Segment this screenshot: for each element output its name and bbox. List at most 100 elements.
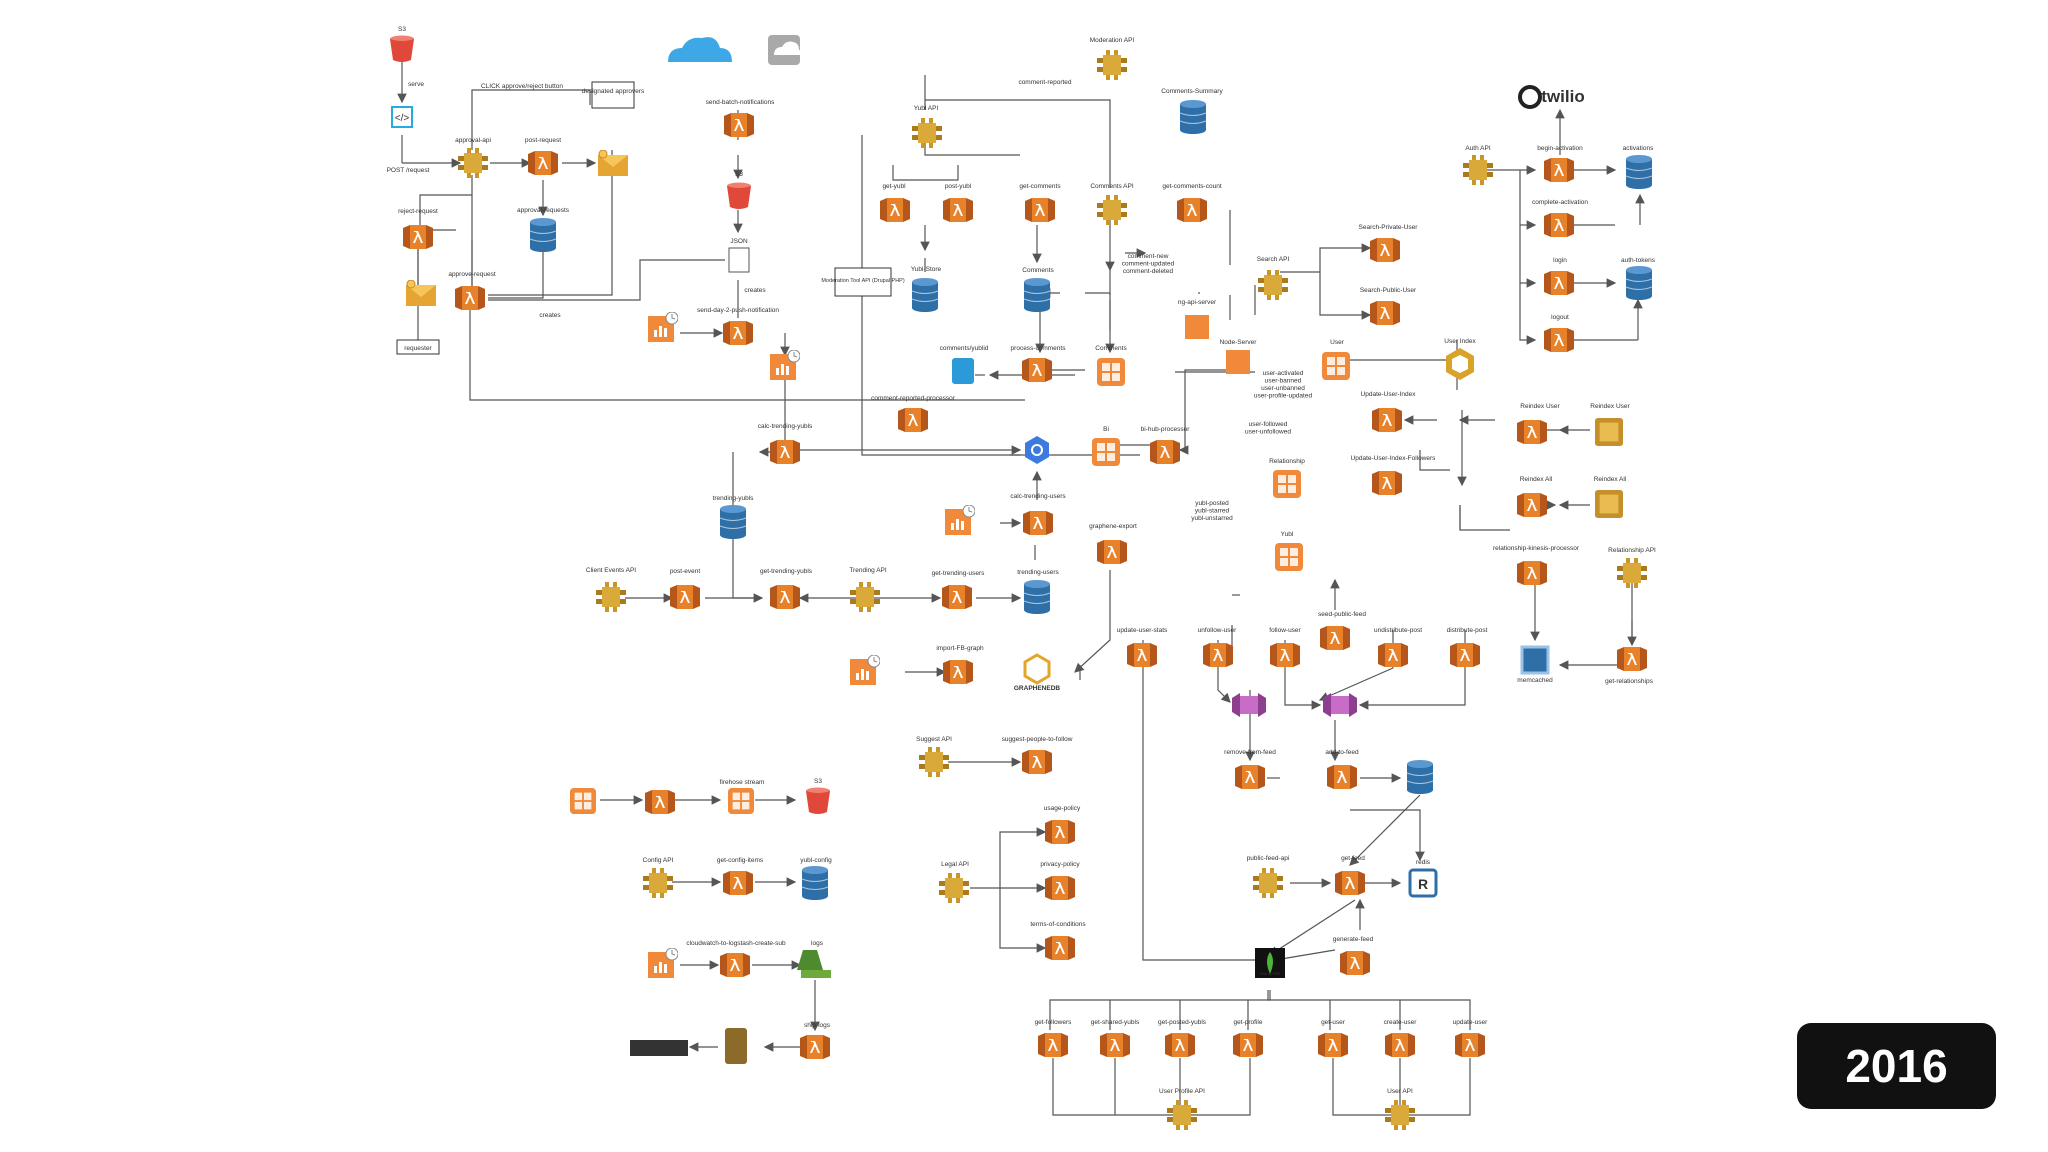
reindex-all-search-icon [1595,490,1623,518]
post-yubl-lambda-icon [943,198,973,222]
redis-glyph: R [1418,876,1428,892]
follow-user-lambda-icon [1270,643,1300,667]
logs-bucket-base [801,970,831,978]
year-badge: 2016 [1797,1023,1996,1109]
label-terms: terms-of-conditions [1030,921,1086,928]
label-comment-reported: comment-reported [1018,79,1071,86]
search-api-icon [1258,270,1288,300]
label-send-day2: send-day-2-push-notification [697,307,779,314]
label-reindex-all2: Reindex All [1594,476,1627,483]
label-logs: logs [811,940,824,947]
get-trending-yubls-lambda-icon [770,585,800,609]
add-to-feed-lambda-icon [1327,765,1357,789]
label-get-config: get-config-items [717,857,764,864]
label-distribute-post: distribute-post [1447,627,1488,634]
label-memcached: memcached [1517,677,1553,684]
bigquery-icon [1025,436,1049,464]
label-update-user-index: Update-User-Index [1361,391,1417,398]
relationship-stream-icon [1273,470,1301,498]
label-get-relationships: get-relationships [1605,678,1653,685]
trending-api-icon [850,582,880,612]
label-calc-trending-users: calc-trending-users [1010,493,1066,500]
ship-logs-lambda-icon [800,1035,830,1059]
label-import-fb: import-FB-graph [936,645,984,652]
label-suggest-api: Suggest API [916,736,952,743]
complete-activation-lambda-icon [1544,213,1574,237]
add-queue-icon [1323,693,1357,717]
label-creates2: creates [744,287,766,294]
label-follow-user: follow-user [1269,627,1301,634]
public-feed-api-icon [1253,868,1283,898]
label-generate-feed: generate-feed [1333,936,1374,943]
label-get-comments-count: get-comments-count [1162,183,1221,190]
yubl-config-table-icon [801,866,829,900]
import-fb-graph-lambda-icon [943,660,973,684]
label-update-user: update-user [1453,1019,1489,1026]
events-stream-icon [570,788,596,814]
get-yubl-lambda-icon [880,198,910,222]
label-activations: activations [1623,145,1654,152]
kibana-logo-icon [630,1040,688,1056]
label-post-req-text: POST /request [387,167,430,174]
label-s3-mid: S3 [735,171,743,178]
label-update-user-stats: update-user-stats [1117,627,1168,634]
suggest-api-icon [919,747,949,777]
client-events-api-icon [596,582,626,612]
label-get-posted: get-posted-yubls [1158,1019,1207,1026]
cloudwatch-scheduler-icon [648,948,678,978]
user-stream-icon [1322,352,1350,380]
moderation-tool-box [834,267,892,297]
send-day2-lambda-icon [723,321,753,345]
create-user-lambda-icon [1385,1033,1415,1057]
usage-policy-lambda-icon [1045,820,1075,844]
get-user-lambda-icon [1318,1033,1348,1057]
graphene-export-lambda-icon [1097,540,1127,564]
label-post-request: post-request [525,137,561,144]
twilio-logo-text: twilio [1541,87,1584,106]
label-moderation-api: Moderation API [1090,37,1135,44]
fb-import-scheduler-icon [850,655,880,685]
code-glyph: </> [395,113,410,124]
mongodb-logo-text: mongoDB [1260,971,1280,976]
label-comments-db: Comments [1022,267,1054,274]
label-unfollow-user: unfollow-user [1198,627,1237,634]
label-relationship: Relationship [1269,458,1305,465]
label-relationship-api: Relationship API [1608,547,1656,554]
get-comments-count-lambda-icon [1177,198,1207,222]
label-firehose: firehose stream [720,779,765,786]
privacy-policy-lambda-icon [1045,876,1075,900]
label-get-yubl: get-yubl [882,183,906,190]
post-request-lambda-icon [528,151,558,175]
user-index-icon [1446,348,1474,380]
label-remove-from-feed: remove-from-feed [1224,749,1276,756]
search-private-user-lambda-icon [1370,238,1400,262]
requester-email-icon [406,280,436,306]
label-rel-kinesis: relationship-kinesis-processor [1493,545,1580,552]
send-batch-notifications-lambda-icon [724,113,754,137]
label-approval-api: approval-api [455,137,491,144]
connector-lines [397,60,1645,1116]
approve-request-lambda-icon [455,286,485,310]
label-reject-request: reject-request [398,208,438,215]
label-reindex-user2: Reindex User [1590,403,1630,410]
label-undistribute-post: undistribute-post [1374,627,1422,634]
update-user-index-lambda-icon [1372,408,1402,432]
moderation-api-icon [1097,50,1127,80]
trending-scheduler-icon [770,350,800,380]
label-comment-reported-processor: comment-reported-processor [871,395,956,402]
mongodb-leaf [1267,952,1273,974]
designated-approvers-box [591,81,635,109]
firehose-stream-icon [728,788,754,814]
remove-queue-icon [1232,693,1266,717]
ng-api-server-icon [1185,315,1209,339]
undistribute-post-lambda-icon [1378,643,1408,667]
activations-table-icon [1625,155,1653,189]
comments-stream-icon [1097,358,1125,386]
code-icon [391,106,413,128]
memcached-icon [1520,645,1550,675]
redis-icon [1408,868,1438,898]
get-trending-users-lambda-icon [942,585,972,609]
label-get-feed: get-feed [1341,855,1365,862]
